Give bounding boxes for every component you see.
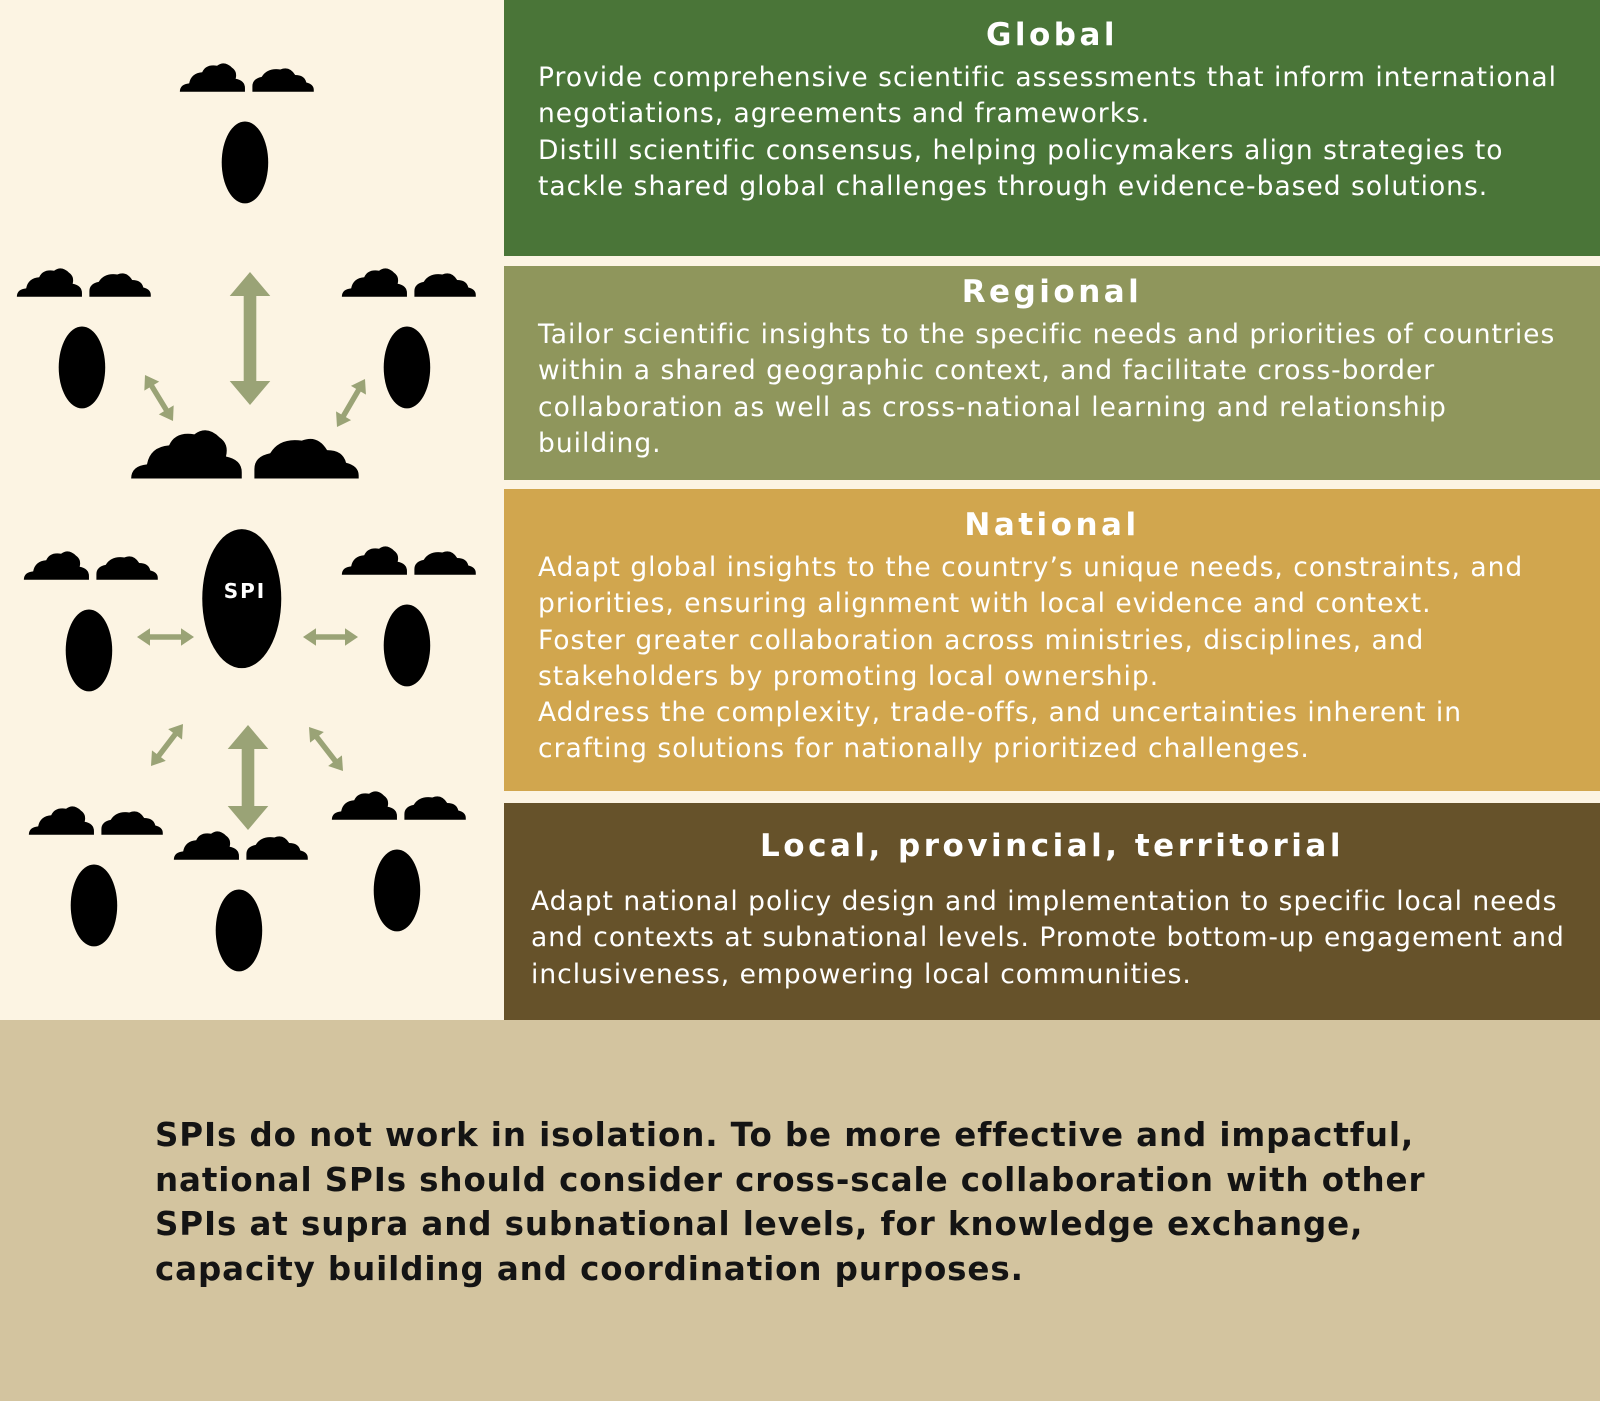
- arrow-to-upper-left-icon: [144, 375, 174, 421]
- footer-banner: SPIs do not work in isolation. To be mor…: [0, 1020, 1600, 1401]
- panel-title: Regional: [961, 274, 1143, 310]
- panel-paragraph: Distill scientific consensus, helping po…: [538, 134, 1504, 202]
- spi-network-illustration: SPI: [0, 0, 504, 1020]
- panel-title: Global: [985, 17, 1119, 53]
- tree-icon-upper-left: [16, 268, 151, 426]
- panel-body: Tailor scientific insights to the specif…: [538, 317, 1570, 462]
- tree-icon-mid-left: [23, 551, 158, 709]
- panel-paragraph: Tailor scientific insights to the specif…: [538, 319, 1556, 459]
- footer-statement: SPIs do not work in isolation. To be mor…: [155, 1116, 1426, 1288]
- arrow-to-bottom-center-icon: [227, 725, 269, 830]
- tree-icon-upper-right: [341, 268, 476, 426]
- tree-icon-top: [179, 63, 314, 221]
- panel-body: Provide comprehensive scientific assessm…: [538, 60, 1570, 205]
- tree-icon-bottom-left: [28, 806, 163, 964]
- arrow-to-bottom-right-icon: [309, 727, 344, 772]
- panel-local: Local, provincial, territorial Adapt nat…: [504, 803, 1600, 1020]
- spi-center-label: SPI: [224, 579, 267, 603]
- panel-paragraph: Address the complexity, trade-offs, and …: [538, 697, 1463, 765]
- panel-body: Adapt national policy design and impleme…: [531, 884, 1570, 993]
- arrow-to-bottom-left-icon: [151, 724, 183, 766]
- connection-arrows: [137, 272, 366, 830]
- panel-national: National Adapt global insights to the co…: [504, 489, 1600, 791]
- arrow-to-mid-right-icon: [303, 628, 358, 646]
- panel-paragraph: Foster greater collaboration across mini…: [538, 624, 1425, 692]
- arrow-to-upper-right-icon: [336, 379, 366, 428]
- tree-icon-bottom-center: [173, 831, 308, 989]
- spi-tree-icon: [131, 430, 359, 697]
- panel-title: Local, provincial, territorial: [760, 828, 1344, 864]
- tree-icon-mid-right: [341, 546, 476, 704]
- panel-paragraph: Provide comprehensive scientific assessm…: [538, 62, 1558, 130]
- panel-paragraph: Adapt national policy design and impleme…: [531, 886, 1565, 990]
- panel-regional: Regional Tailor scientific insights to t…: [504, 266, 1600, 480]
- tree-icon-bottom-right: [331, 791, 466, 949]
- panel-global: Global Provide comprehensive scientific …: [504, 0, 1600, 256]
- panel-body: Adapt global insights to the country’s u…: [538, 550, 1570, 768]
- arrow-to-top-icon: [229, 272, 271, 405]
- panel-title: National: [964, 507, 1140, 543]
- arrow-to-mid-left-icon: [137, 628, 194, 646]
- panel-paragraph: Adapt global insights to the country’s u…: [538, 552, 1524, 620]
